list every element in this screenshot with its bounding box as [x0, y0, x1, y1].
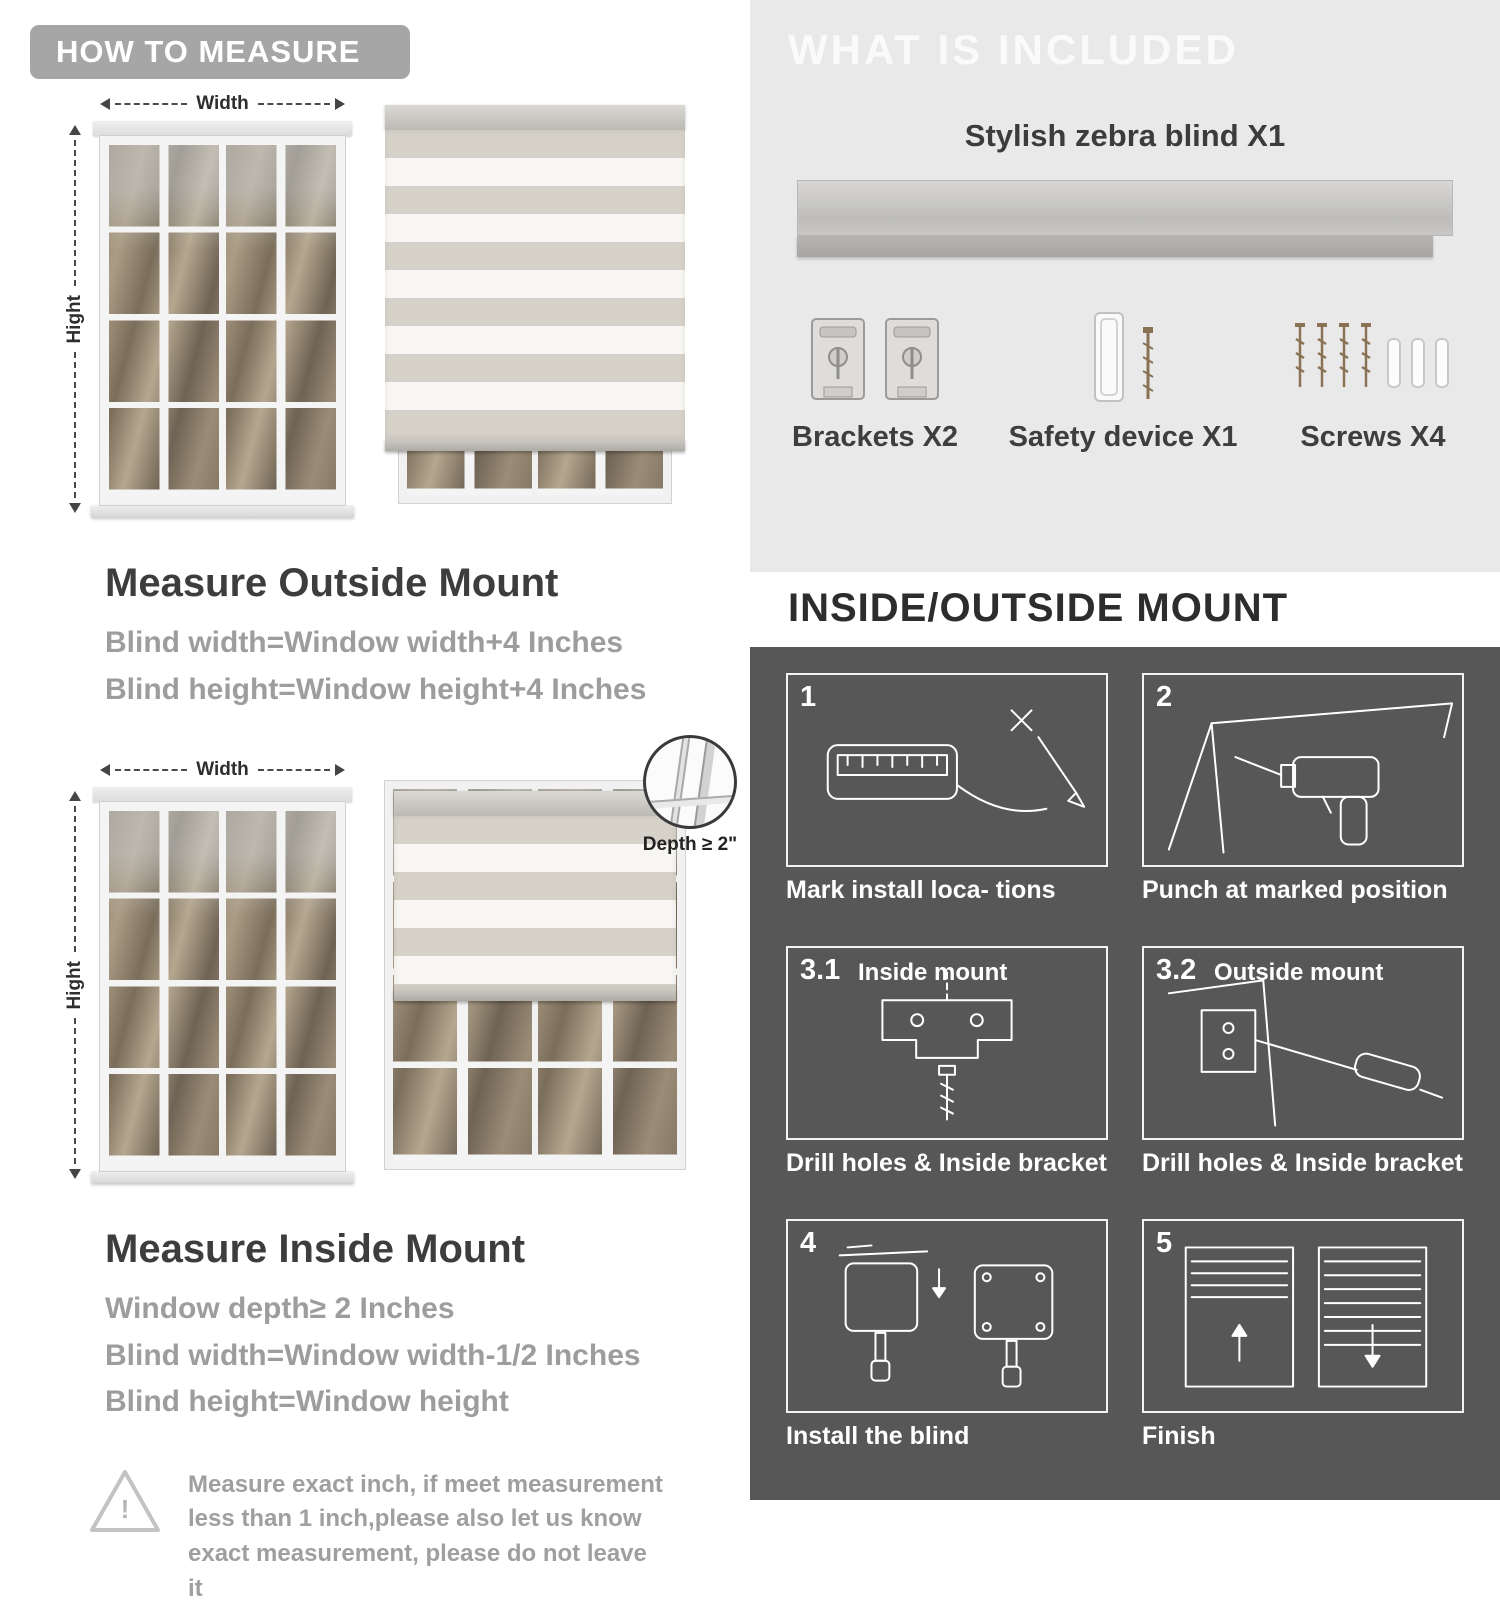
safety-device-item: Safety device X1 [1008, 301, 1238, 454]
brackets-label: Brackets X2 [792, 421, 959, 453]
zebra-blind-outside-illustration [385, 105, 685, 507]
height-label: Hight [64, 294, 85, 344]
step-5: 5 Fin [1142, 1219, 1464, 1476]
safety-device-image [1009, 301, 1238, 405]
inside-rule-width: Blind width=Window width-1/2 Inches [105, 1338, 641, 1372]
inside-rule-depth: Window depth≥ 2 Inches [105, 1292, 455, 1325]
inside-mount-instructions: Window depth≥ 2 Inches Blind width=Windo… [105, 1286, 750, 1426]
height-label: Hight [64, 960, 85, 1010]
inside-mount-title: Measure Inside Mount [105, 1227, 526, 1271]
arrow-up-icon [69, 791, 81, 801]
blind-zebra-stripes [394, 816, 676, 988]
installation-steps-panel: 1 Mark install loca- tions [750, 647, 1500, 1500]
install-blind-illustration [838, 1244, 1054, 1388]
inside-bracket-illustration [881, 967, 1013, 1121]
step-number: 1 [800, 681, 817, 713]
depth-magnifier-icon [643, 735, 737, 829]
outside-mount-instructions: Blind width=Window width+4 Inches Blind … [105, 620, 750, 713]
step-2: 2 Punch at marked position [1142, 673, 1464, 930]
height-measurement-arrow: Hight [63, 125, 87, 514]
inside-rule-height: Blind height=Window height [105, 1385, 509, 1418]
step-number: 3.2 [1156, 954, 1197, 986]
step-3-2: 3.2 Outside mount Drill holes & Inside b… [1142, 946, 1464, 1203]
step-caption: Punch at marked position [1142, 876, 1448, 904]
zebra-blind-inside-illustration [384, 771, 686, 1173]
outside-bracket-illustration [1167, 979, 1444, 1127]
arrow-left-icon [100, 764, 110, 776]
outside-mount-diagram: Width Hight [55, 93, 730, 531]
drill-illustration [1167, 702, 1454, 854]
zebra-blind-product-image [797, 180, 1453, 257]
depth-label: Depth ≥ 2" [642, 834, 738, 855]
outside-rule-width: Blind width=Window width+4 Inches [105, 626, 624, 659]
blind-zebra-stripes [385, 130, 685, 438]
inside-mount-diagram: Width Hight [55, 735, 737, 1197]
blind-headrail [394, 791, 676, 816]
step-caption: Finish [1142, 1422, 1216, 1450]
step-1: 1 Mark install loca- tions [786, 673, 1108, 930]
brackets-image [792, 301, 958, 405]
warning-exclamation: ! [120, 1493, 130, 1524]
outside-mount-title: Measure Outside Mount [105, 561, 559, 605]
warning-icon: ! [88, 1468, 162, 1536]
arrow-down-icon [69, 503, 81, 514]
arrow-right-icon [335, 764, 345, 776]
arrow-left-icon [100, 98, 110, 110]
measurement-note: ! Measure exact inch, if meet measuremen… [88, 1468, 668, 1607]
mark-locations-illustration [826, 709, 1086, 812]
how-to-measure-label: HOW TO MEASURE [56, 34, 361, 69]
right-column: WHAT IS INCLUDED Stylish zebra blind X1 [750, 0, 1500, 1500]
brackets-item: Brackets X2 [792, 301, 958, 454]
step-4: 4 Ins [786, 1219, 1108, 1476]
window-sill [91, 505, 354, 517]
step-caption: Mark install loca- tions [786, 876, 1056, 904]
width-measurement-arrow: Width [100, 93, 345, 115]
blind-bottomrail [394, 988, 676, 1001]
window-panes-right [226, 145, 336, 496]
screws-label: Screws X4 [1300, 421, 1446, 453]
window-panes-left [109, 145, 219, 496]
step-number: 5 [1156, 1227, 1173, 1259]
screws-image [1288, 301, 1458, 405]
window-photo [91, 787, 354, 1183]
blind-headrail [385, 105, 685, 130]
how-to-measure-section: HOW TO MEASURE Width Hight [0, 0, 750, 1602]
included-items-row: Brackets X2 [788, 301, 1462, 454]
width-label: Width [196, 93, 249, 114]
zebra-blind-item-label: Stylish zebra blind X1 [964, 118, 1286, 153]
safety-device-label: Safety device X1 [1008, 421, 1238, 453]
step-caption: Drill holes & Inside bracket [1142, 1149, 1463, 1177]
depth-callout: Depth ≥ 2" [636, 735, 744, 856]
what-is-included-header: WHAT IS INCLUDED [788, 26, 1239, 73]
arrow-right-icon [335, 98, 345, 110]
step-3-1: 3.1 Inside mount Drill holes & In [786, 946, 1108, 1203]
step-caption: Install the blind [786, 1422, 970, 1450]
height-measurement-arrow: Hight [63, 791, 87, 1180]
step-sublabel: Outside mount [1214, 959, 1384, 986]
width-measurement-arrow: Width [100, 759, 345, 781]
step-caption: Drill holes & Inside bracket [786, 1149, 1107, 1177]
window-lintel [93, 121, 352, 136]
outside-rule-height: Blind height=Window height+4 Inches [105, 672, 647, 706]
note-text: Measure exact inch, if meet measurement … [188, 1470, 663, 1602]
how-to-measure-header: HOW TO MEASURE [30, 25, 410, 79]
step-number: 4 [800, 1227, 817, 1259]
step-sublabel: Inside mount [858, 959, 1008, 986]
step-number: 3.1 [800, 954, 841, 986]
arrow-up-icon [69, 125, 81, 135]
arrow-down-icon [69, 1169, 81, 1180]
inside-outside-mount-header: INSIDE/OUTSIDE MOUNT [750, 572, 1500, 647]
blind-bottomrail [385, 438, 685, 451]
window-photo [91, 121, 354, 517]
width-label: Width [196, 759, 249, 780]
step-number: 2 [1156, 681, 1173, 713]
screws-item: Screws X4 [1288, 301, 1458, 454]
what-is-included-section: WHAT IS INCLUDED Stylish zebra blind X1 [750, 0, 1500, 572]
finish-illustration [1184, 1246, 1428, 1388]
